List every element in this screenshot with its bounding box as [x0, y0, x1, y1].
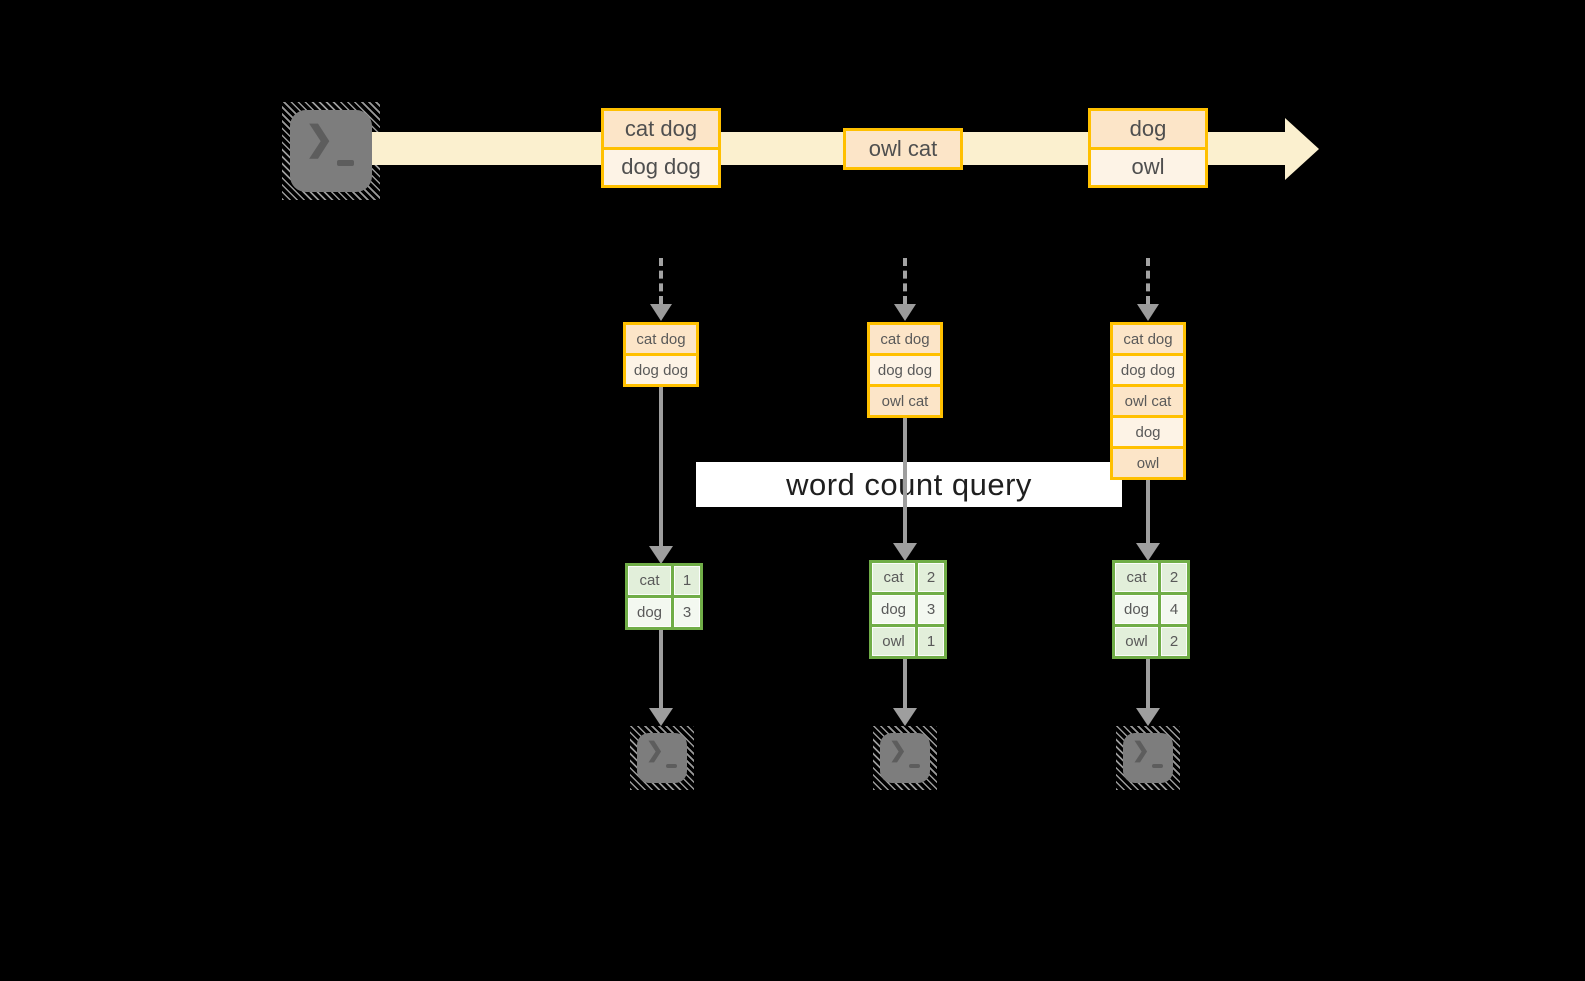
arrow-head	[894, 304, 916, 321]
count-cell: 4	[1161, 595, 1187, 624]
terminal-screen: ❯	[637, 733, 687, 783]
terminal-screen: ❯	[290, 110, 372, 192]
arrow-head	[893, 543, 917, 561]
arrow-shaft	[903, 658, 907, 708]
arrow-head	[1137, 304, 1159, 321]
down-arrow-icon	[649, 629, 673, 726]
buffer-cell: cat dog	[1113, 325, 1183, 353]
arrow-shaft	[1146, 480, 1150, 543]
arrow-shaft	[659, 629, 663, 708]
prompt-underscore-icon	[666, 764, 677, 768]
buffer-cell: cat dog	[626, 325, 696, 353]
arrow-shaft	[903, 258, 907, 304]
word-cell: cat	[628, 566, 671, 595]
prompt-chevron-icon: ❯	[646, 739, 664, 762]
count-cell: 3	[674, 598, 700, 627]
arrow-head	[1136, 543, 1160, 561]
buffer-cell: dog	[1113, 415, 1183, 446]
table-row: owl 2	[1115, 627, 1187, 656]
down-arrow-icon	[1136, 480, 1160, 561]
prompt-underscore-icon	[337, 160, 354, 166]
arrow-shaft	[903, 417, 907, 543]
event-buffer-2: cat dog dog dog owl cat	[867, 322, 943, 418]
stream-arrowhead-icon	[1285, 118, 1319, 180]
event-cell: owl	[1091, 146, 1205, 185]
buffer-cell: dog dog	[626, 353, 696, 384]
buffer-cell: owl cat	[1113, 384, 1183, 415]
buffer-cell: owl	[1113, 446, 1183, 477]
terminal-screen: ❯	[1123, 733, 1173, 783]
prompt-chevron-icon: ❯	[1132, 739, 1150, 762]
word-cell: dog	[872, 595, 915, 624]
source-terminal-icon: ❯	[282, 102, 380, 200]
word-cell: owl	[1115, 627, 1158, 656]
word-count-table-1: cat 1 dog 3	[625, 563, 703, 630]
word-cell: owl	[872, 627, 915, 656]
event-cell: cat dog	[604, 111, 718, 147]
dashed-arrow-icon	[650, 258, 672, 321]
arrow-head	[650, 304, 672, 321]
sink-terminal-icon: ❯	[1116, 726, 1180, 790]
dashed-arrow-icon	[894, 258, 916, 321]
prompt-chevron-icon: ❯	[889, 739, 907, 762]
event-buffer-3: cat dog dog dog owl cat dog owl	[1110, 322, 1186, 480]
down-arrow-icon	[649, 387, 673, 564]
arrow-shaft	[1146, 258, 1150, 304]
arrow-head	[649, 546, 673, 564]
sink-terminal-icon: ❯	[873, 726, 937, 790]
word-cell: cat	[1115, 563, 1158, 592]
stream-event-2: owl cat	[843, 128, 963, 170]
count-cell: 2	[1161, 627, 1187, 656]
arrow-shaft	[659, 387, 663, 546]
arrow-head	[893, 708, 917, 726]
down-arrow-icon	[893, 417, 917, 561]
buffer-cell: owl cat	[870, 384, 940, 415]
word-cell: dog	[628, 598, 671, 627]
down-arrow-icon	[893, 658, 917, 726]
stream-event-3: dog owl	[1088, 108, 1208, 188]
word-count-table-3: cat 2 dog 4 owl 2	[1112, 560, 1190, 659]
count-cell: 2	[1161, 563, 1187, 592]
word-count-table-2: cat 2 dog 3 owl 1	[869, 560, 947, 659]
count-cell: 1	[674, 566, 700, 595]
word-cell: cat	[872, 563, 915, 592]
word-cell: dog	[1115, 595, 1158, 624]
table-row: owl 1	[872, 627, 944, 656]
buffer-cell: cat dog	[870, 325, 940, 353]
count-cell: 2	[918, 563, 944, 592]
sink-terminal-icon: ❯	[630, 726, 694, 790]
table-row: dog 3	[628, 598, 700, 627]
arrow-head	[649, 708, 673, 726]
table-row: cat 1	[628, 566, 700, 595]
event-buffer-1: cat dog dog dog	[623, 322, 699, 387]
table-row: cat 2	[872, 563, 944, 592]
count-cell: 3	[918, 595, 944, 624]
event-cell: dog	[1091, 111, 1205, 147]
prompt-chevron-icon: ❯	[305, 120, 334, 158]
prompt-underscore-icon	[909, 764, 920, 768]
arrow-shaft	[1146, 658, 1150, 708]
query-label: word count query	[786, 466, 1032, 502]
table-row: dog 4	[1115, 595, 1187, 624]
table-row: dog 3	[872, 595, 944, 624]
query-label-band: word count query	[696, 462, 1122, 507]
prompt-underscore-icon	[1152, 764, 1163, 768]
stream-event-1: cat dog dog dog	[601, 108, 721, 188]
buffer-cell: dog dog	[870, 353, 940, 384]
terminal-screen: ❯	[880, 733, 930, 783]
arrow-head	[1136, 708, 1160, 726]
arrow-shaft	[659, 258, 663, 304]
down-arrow-icon	[1136, 658, 1160, 726]
event-cell: owl cat	[846, 131, 960, 167]
buffer-cell: dog dog	[1113, 353, 1183, 384]
table-row: cat 2	[1115, 563, 1187, 592]
dashed-arrow-icon	[1137, 258, 1159, 321]
event-cell: dog dog	[604, 146, 718, 185]
count-cell: 1	[918, 627, 944, 656]
